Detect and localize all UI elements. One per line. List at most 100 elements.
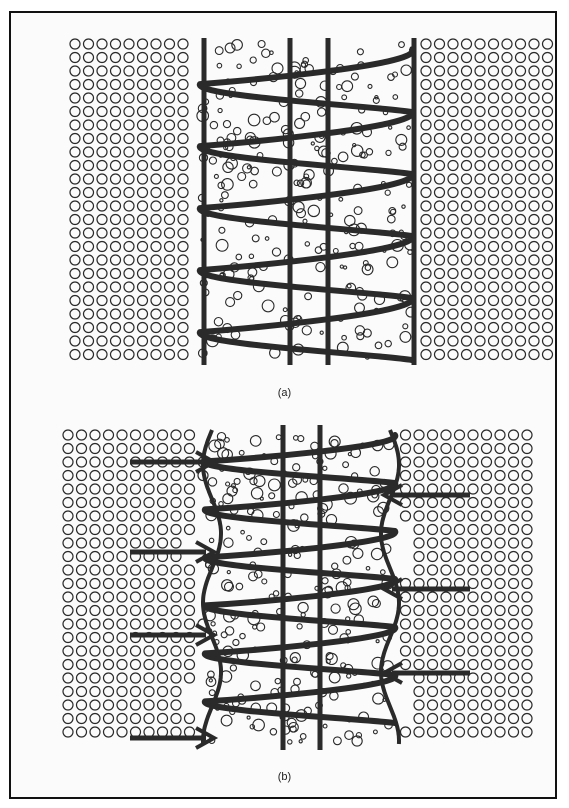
particle-icon: [84, 188, 94, 198]
particle-icon: [366, 567, 370, 571]
bulge-boundary-left: [203, 430, 221, 744]
particle-icon: [522, 484, 532, 494]
particle-icon: [144, 714, 154, 724]
particle-icon: [131, 646, 141, 656]
particle-icon: [421, 309, 431, 319]
particle-icon: [448, 66, 458, 76]
particle-icon: [185, 565, 195, 575]
particle-icon: [403, 324, 408, 329]
particle-icon: [165, 201, 175, 211]
particle-icon: [117, 714, 127, 724]
particle-icon: [178, 336, 188, 346]
particle-icon: [435, 53, 445, 63]
particle-icon: [104, 660, 114, 670]
particle-icon: [138, 350, 148, 360]
particle-icon: [414, 592, 424, 602]
particle-icon: [63, 606, 73, 616]
particle-icon: [131, 525, 141, 535]
particle-icon: [489, 53, 499, 63]
particle-icon: [144, 619, 154, 629]
particle-icon: [144, 660, 154, 670]
particle-icon: [455, 565, 465, 575]
particle-icon: [435, 323, 445, 333]
particle-icon: [455, 646, 465, 656]
particle-icon: [124, 350, 134, 360]
particle-icon: [254, 570, 262, 578]
particle-icon: [543, 107, 553, 117]
particle-icon: [428, 471, 438, 481]
particle-icon: [529, 215, 539, 225]
particle-icon: [482, 457, 492, 467]
particle-icon: [368, 84, 372, 88]
particle-icon: [90, 714, 100, 724]
particle-icon: [522, 727, 532, 737]
particle-icon: [84, 350, 94, 360]
particle-icon: [543, 188, 553, 198]
particle-icon: [144, 646, 154, 656]
particle-icon: [77, 538, 87, 548]
particle-icon: [502, 120, 512, 130]
particle-icon: [131, 714, 141, 724]
particle-icon: [475, 350, 485, 360]
particle-icon: [509, 498, 519, 508]
particle-icon: [185, 511, 195, 521]
particle-icon: [288, 740, 292, 744]
particle-icon: [236, 254, 242, 260]
particle-icon: [111, 134, 121, 144]
particle-icon: [270, 729, 276, 735]
particle-icon: [302, 326, 311, 335]
particle-icon: [355, 326, 364, 335]
particle-icon: [124, 107, 134, 117]
particle-icon: [97, 93, 107, 103]
particle-icon: [77, 430, 87, 440]
particle-icon: [529, 188, 539, 198]
particle-icon: [428, 525, 438, 535]
particle-icon: [435, 282, 445, 292]
particle-icon: [455, 538, 465, 548]
particle-icon: [435, 80, 445, 90]
helix-wire: [200, 50, 412, 360]
particle-icon: [233, 639, 239, 645]
particle-icon: [151, 228, 161, 238]
particle-icon: [124, 93, 134, 103]
particle-icon: [388, 215, 396, 223]
particle-icon: [90, 673, 100, 683]
particle-icon: [475, 107, 485, 117]
particle-icon: [522, 538, 532, 548]
particle-icon: [373, 693, 384, 704]
particle-icon: [522, 579, 532, 589]
particle-icon: [475, 39, 485, 49]
particle-icon: [63, 525, 73, 535]
particle-icon: [495, 457, 505, 467]
particle-icon: [97, 255, 107, 265]
particle-icon: [70, 296, 80, 306]
panel-b-confined-soil-column: [0, 415, 569, 765]
particle-icon: [144, 700, 154, 710]
particle-icon: [178, 242, 188, 252]
particle-icon: [342, 95, 347, 100]
particle-icon: [111, 107, 121, 117]
particle-icon: [151, 269, 161, 279]
particle-icon: [84, 53, 94, 63]
particle-icon: [239, 450, 244, 455]
particle-icon: [435, 296, 445, 306]
particle-icon: [249, 572, 258, 581]
particle-icon: [428, 444, 438, 454]
particle-icon: [84, 323, 94, 333]
particle-icon: [70, 336, 80, 346]
particle-icon: [468, 552, 478, 562]
particle-icon: [370, 467, 379, 476]
particle-icon: [209, 690, 215, 696]
particle-icon: [226, 298, 235, 307]
particle-icon: [522, 687, 532, 697]
particle-icon: [529, 228, 539, 238]
particle-icon: [435, 242, 445, 252]
particle-icon: [158, 714, 168, 724]
particle-icon: [323, 724, 327, 728]
particle-icon: [475, 80, 485, 90]
particle-icon: [502, 336, 512, 346]
particle-icon: [272, 167, 281, 176]
particle-icon: [224, 538, 233, 547]
particle-icon: [468, 633, 478, 643]
particle-icon: [77, 471, 87, 481]
